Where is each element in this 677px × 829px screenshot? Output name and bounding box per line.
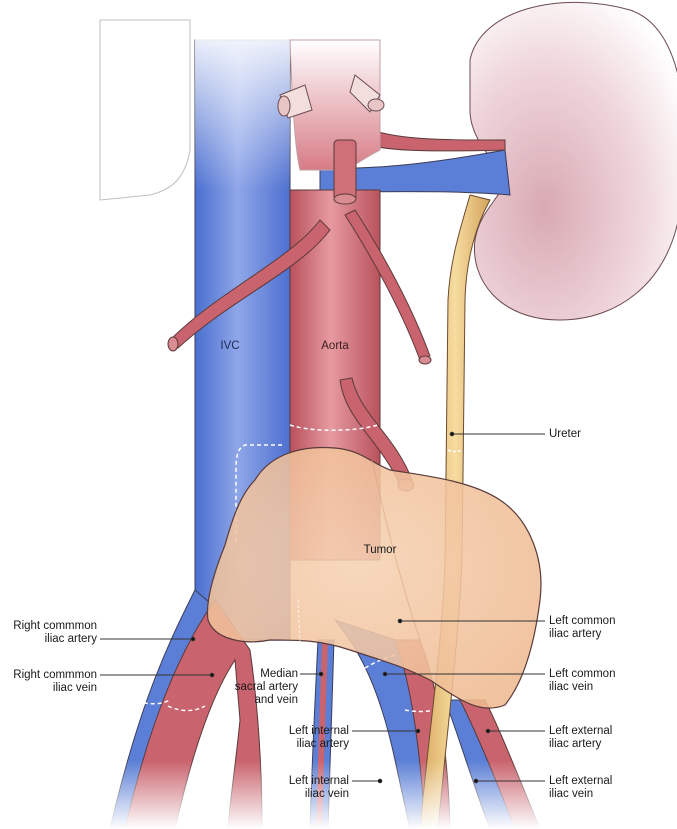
label-right-common-iliac-vein: Right commmon iliac vein [13, 669, 97, 694]
label-left-internal-iliac-artery: Left internal iliac artery [288, 725, 349, 750]
label-median-sacral-artery-vein: Median sacral artery and vein [234, 668, 298, 706]
label-left-internal-iliac-vein: Left internal iliac vein [288, 775, 349, 800]
right-branch [169, 219, 331, 349]
label-ureter: Ureter [549, 428, 581, 440]
label-left-common-iliac-artery: Left common iliac artery [549, 615, 616, 640]
label-tumor: Tumor [363, 544, 397, 556]
label-left-external-iliac-vein: Left external iliac vein [549, 775, 613, 800]
label-left-common-iliac-vein: Left common iliac vein [549, 668, 616, 693]
tumor [206, 446, 542, 709]
label-ivc: IVC [220, 340, 240, 352]
label-left-external-iliac-artery: Left external iliac artery [549, 725, 613, 750]
left-branch [344, 209, 431, 361]
label-aorta: Aorta [321, 340, 349, 352]
label-right-common-iliac-artery: Right commmon iliac artery [13, 620, 97, 645]
